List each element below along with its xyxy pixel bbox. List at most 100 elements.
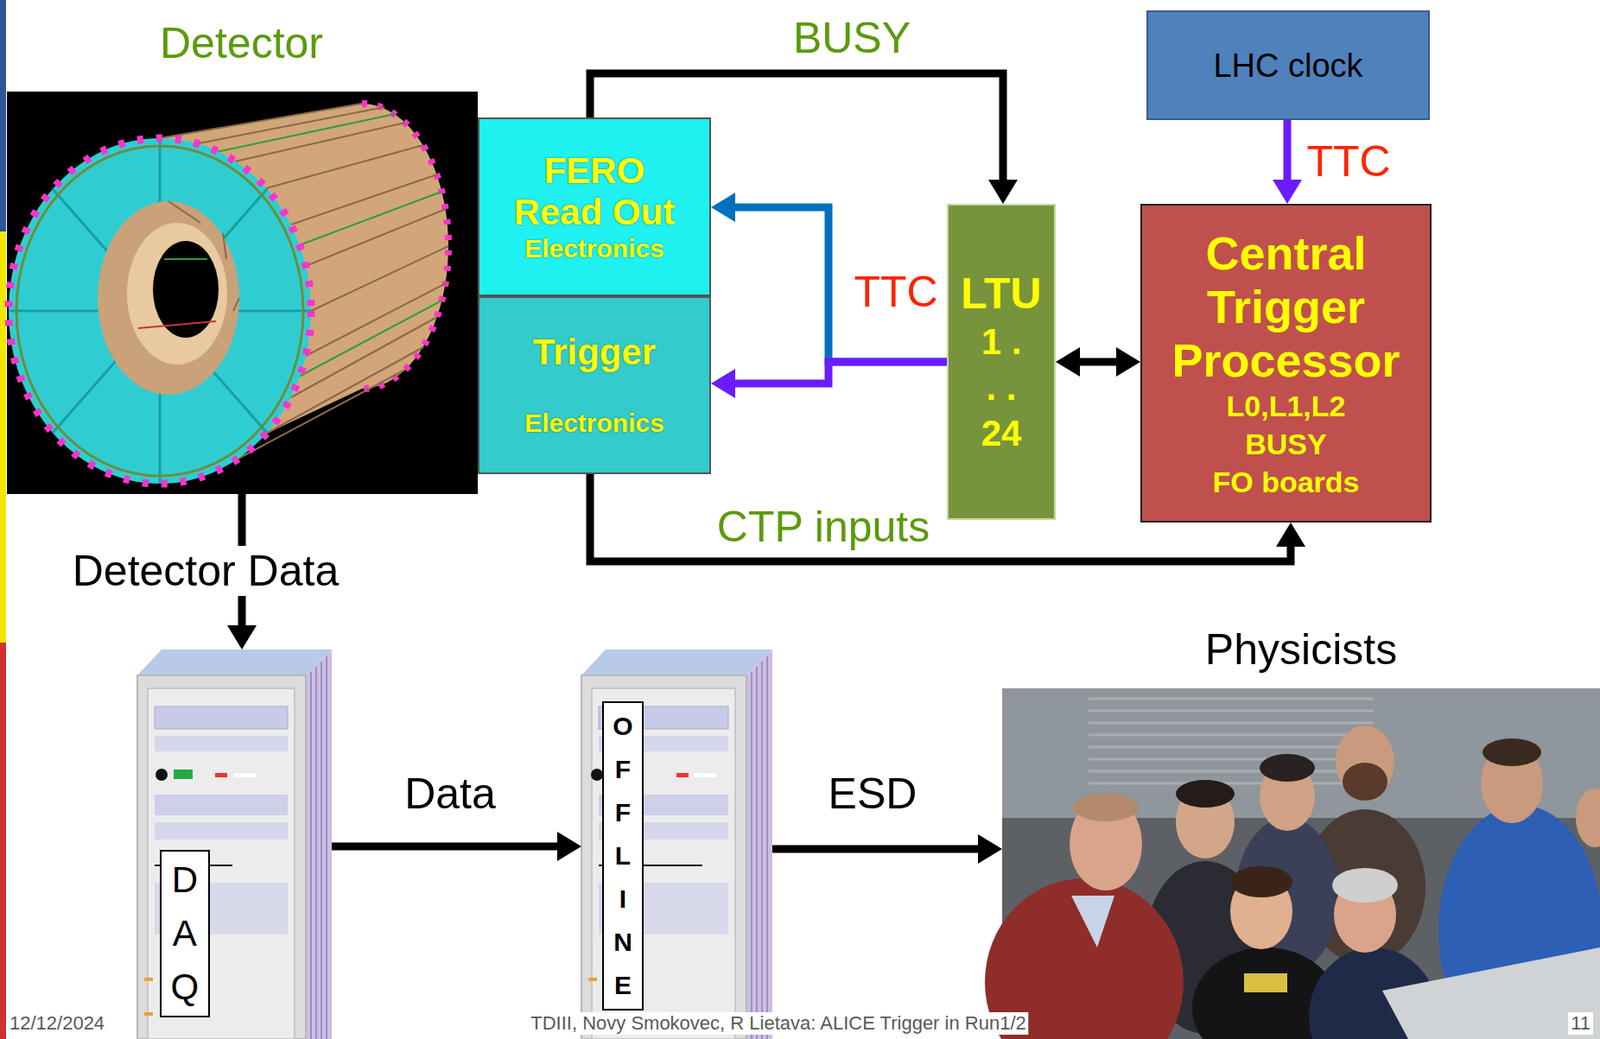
detector-illustration [8,138,312,484]
physicists-photo [1244,973,1288,993]
detector-illustration [266,145,424,189]
arrow-head [711,192,736,223]
edge-label: BUSY [790,12,914,64]
daq-server [154,706,288,730]
node-text: OFFLINE [602,701,644,1011]
daq-server [305,649,332,1039]
physicists-photo [1230,866,1293,898]
offline-server [766,656,769,1039]
detector-illustration [6,91,478,495]
physicists-photo [1175,780,1235,808]
physicists-photo [1088,782,1374,786]
node-text: Central Trigger Processor [1156,226,1416,388]
arrow-head [711,368,736,399]
connector-line [732,207,947,362]
arrow-head [1116,347,1141,377]
daq-server [144,977,153,982]
physicists-photo [1088,758,1374,762]
detector-illustration [215,114,395,153]
connector [711,192,947,362]
detector-illustration [8,138,312,484]
detector-illustration [16,146,304,477]
detector-illustration [8,138,312,484]
arrow-head [1272,179,1302,204]
offline-server [581,649,773,1039]
edge-label: ESD [825,768,921,820]
daq-server [173,769,193,780]
detector-illustration [311,246,449,312]
node-text: Electronics [524,407,665,439]
arrow-head [1276,522,1306,547]
offline-server [581,675,747,1039]
node-text: DAQ [159,850,210,1018]
node-text: L0,L1,L2 [1226,387,1347,426]
detector-illustration [198,107,385,144]
arrow-head [988,179,1018,204]
physicists-photo [1071,895,1115,948]
detector-illustration [138,321,216,329]
daq-server [144,1012,153,1016]
offline-server [693,773,717,778]
daq-server [137,675,306,1039]
physicists-photo [1073,793,1139,822]
daq-server [154,736,288,752]
processor-box: Central Trigger ProcessorL0,L1,L2BUSYFO … [1140,203,1432,523]
physicists-photo [1342,762,1388,801]
daq-server [320,661,323,1039]
offline-server [746,649,773,1039]
physicists-photo [1088,770,1374,774]
readout-box: FERO Read OutElectronics [477,117,712,297]
physicists-photo [984,688,1600,1039]
server-node: DAQ [137,649,332,1039]
node-text: BUSY [1244,425,1327,464]
daq-server [310,672,312,1039]
date-label: 12/12/2024 [6,1012,108,1035]
connector-line [1283,120,1292,183]
physicists-photo [1259,754,1315,782]
edge-label: Data [401,768,499,820]
detector-illustration [97,201,240,395]
offline-server [581,649,773,676]
physicists-photo [1382,947,1600,1039]
trigger-box: TriggerElectronics [477,296,712,475]
physicists-photo [1088,698,1374,701]
detector-illustration [291,317,438,398]
arrow-head [1055,347,1080,377]
offline-server [751,656,768,1039]
daq-server [215,773,228,778]
arrow-head [557,831,582,862]
node-text: Trigger [533,331,656,374]
daq-server [137,649,332,1039]
server-node: OFFLINE [581,649,773,1039]
detector-illustration [164,258,208,261]
node-text: FO boards [1212,463,1359,502]
side-strip [0,0,7,1039]
clock-box: LHC clock [1146,10,1430,121]
detector-illustration [233,298,240,312]
node-text: FERO Read Out [503,150,686,234]
detector-illustration [291,174,438,225]
connector [711,361,947,399]
connector [1272,120,1302,204]
connector-line [732,361,947,384]
daq-server [154,794,288,816]
connector-line [1077,358,1119,367]
daq-server [234,773,257,778]
physicists-photo [1088,698,1374,784]
detector-node: Detector [5,17,478,495]
offline-server [761,661,763,1039]
connector [331,831,582,862]
footer-text: TDIII, Novy Smokovec, R Lietava: ALICE T… [527,1012,1029,1035]
node-text: LTU [960,268,1042,319]
node-text: Detector [159,17,324,70]
side-strip [0,231,7,643]
detector-illustration [6,91,478,495]
side-strip [0,0,7,232]
side-strip [0,642,7,1039]
detector-illustration [159,103,362,139]
photo-node: Physicists [1002,623,1600,1039]
node-text: Electronics [524,233,665,265]
node-text: 1 . . . 24 [981,318,1023,457]
detector-illustration [298,191,442,246]
physicists-photo [1332,868,1398,903]
